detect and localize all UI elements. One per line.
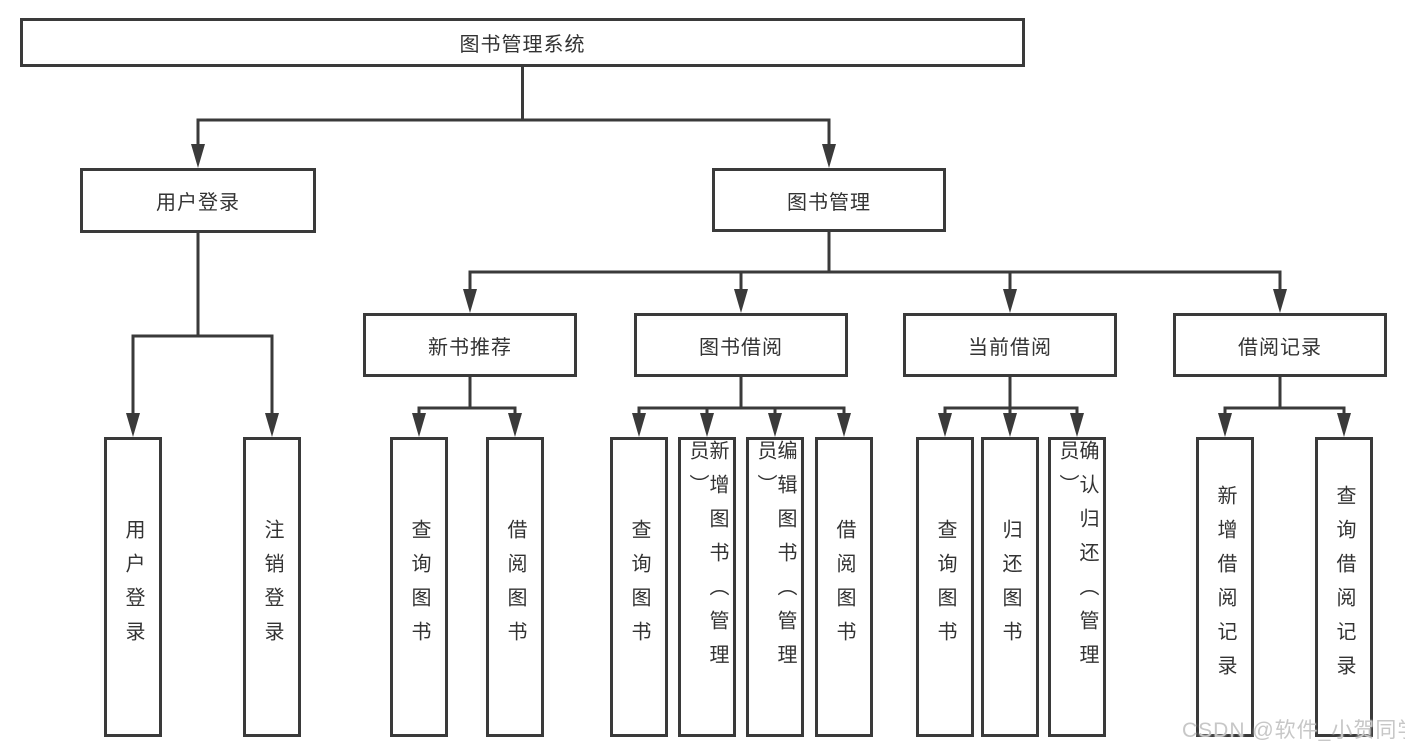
leaf-logout-label: 注销登录 — [261, 519, 283, 655]
leaf-edit-book-admin: 编辑图书（管理员） — [746, 437, 804, 737]
leaf-borrow-books-recommend: 借阅图书 — [486, 437, 544, 737]
edge-borrowing-to-leaves — [637, 377, 846, 416]
edge-bookmgmt-to-level3 — [468, 232, 1282, 292]
arrowhead — [837, 413, 851, 437]
leaf-confirm-return-admin-label: 确认归还（管理员） — [1056, 440, 1098, 678]
leaf-edit-book-admin-label: 编辑图书（管理员） — [754, 440, 796, 678]
node-root: 图书管理系统 — [20, 18, 1025, 67]
leaf-add-book-admin-label: 新增图书（管理员） — [686, 440, 728, 678]
node-borrowing-records-label: 借阅记录 — [1238, 336, 1322, 359]
edge-newbook-to-leaves — [417, 377, 517, 416]
leaf-query-books-borrowing-label: 查询图书 — [628, 519, 650, 655]
leaf-confirm-return-admin: 确认归还（管理员） — [1048, 437, 1106, 737]
arrowhead — [508, 413, 522, 437]
csdn-watermark: CSDN @软件_小贺同学 — [1182, 719, 1405, 742]
arrowhead — [1337, 413, 1351, 437]
node-book-management-label: 图书管理 — [787, 191, 871, 214]
node-new-book-recommend: 新书推荐 — [363, 313, 577, 377]
arrowhead — [1070, 413, 1084, 437]
node-root-label: 图书管理系统 — [459, 34, 586, 56]
leaf-query-books-borrowing: 查询图书 — [610, 437, 668, 737]
arrowhead — [768, 413, 782, 437]
arrowhead — [463, 289, 477, 313]
node-current-borrowing-label: 当前借阅 — [968, 336, 1052, 359]
edge-current-to-leaves — [943, 377, 1079, 416]
leaf-query-books-recommend: 查询图书 — [390, 437, 448, 737]
node-new-book-recommend-label: 新书推荐 — [428, 336, 512, 359]
edge-root-to-level2 — [196, 67, 831, 148]
arrowhead — [632, 413, 646, 437]
arrowhead — [1218, 413, 1232, 437]
leaf-query-books-current: 查询图书 — [916, 437, 974, 737]
leaf-query-borrow-record: 查询借阅记录 — [1315, 437, 1373, 737]
leaf-borrow-books-borrowing-label: 借阅图书 — [833, 519, 855, 655]
arrowhead — [1003, 413, 1017, 437]
leaf-borrow-books-recommend-label: 借阅图书 — [504, 519, 526, 655]
node-book-management: 图书管理 — [712, 168, 946, 232]
edge-userlogin-to-leaves — [131, 233, 274, 416]
arrowhead — [1003, 289, 1017, 313]
arrowhead — [1273, 289, 1287, 313]
leaf-add-borrow-record: 新增借阅记录 — [1196, 437, 1254, 737]
node-book-borrowing: 图书借阅 — [634, 313, 848, 377]
edge-records-to-leaves — [1223, 377, 1346, 416]
leaf-user-login-label: 用户登录 — [122, 519, 144, 655]
arrowhead — [265, 413, 279, 437]
leaf-return-book-label: 归还图书 — [999, 519, 1021, 655]
node-user-login-label: 用户登录 — [156, 192, 240, 214]
leaf-add-borrow-record-label: 新增借阅记录 — [1214, 485, 1236, 689]
leaf-logout: 注销登录 — [243, 437, 301, 737]
leaf-user-login: 用户登录 — [104, 437, 162, 737]
arrowhead — [734, 289, 748, 313]
arrowheads — [126, 144, 1351, 437]
arrowhead — [822, 144, 836, 168]
node-borrowing-records: 借阅记录 — [1173, 313, 1387, 377]
leaf-borrow-books-borrowing: 借阅图书 — [815, 437, 873, 737]
leaf-query-books-recommend-label: 查询图书 — [408, 519, 430, 655]
leaf-add-book-admin: 新增图书（管理员） — [678, 437, 736, 737]
leaf-return-book: 归还图书 — [981, 437, 1039, 737]
arrowhead — [938, 413, 952, 437]
arrowhead — [412, 413, 426, 437]
node-book-borrowing-label: 图书借阅 — [699, 336, 783, 359]
arrowhead — [191, 144, 205, 168]
leaf-query-borrow-record-label: 查询借阅记录 — [1333, 485, 1355, 689]
leaf-query-books-current-label: 查询图书 — [934, 519, 956, 655]
node-user-login: 用户登录 — [80, 168, 316, 233]
node-current-borrowing: 当前借阅 — [903, 313, 1117, 377]
arrowhead — [126, 413, 140, 437]
arrowhead — [700, 413, 714, 437]
